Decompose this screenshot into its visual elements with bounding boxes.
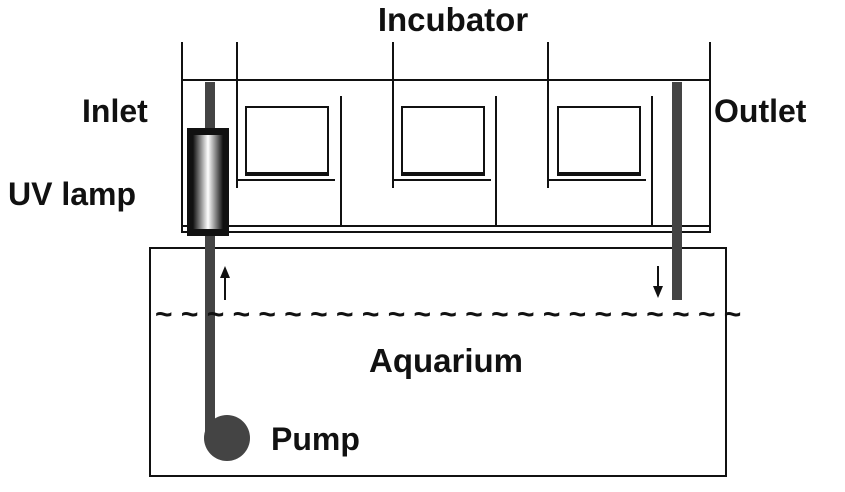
outlet-pipe bbox=[672, 82, 682, 300]
culture-box-1 bbox=[237, 106, 335, 181]
incubator-tank bbox=[181, 79, 711, 233]
outlet-label: Outlet bbox=[714, 93, 807, 129]
water-surface: ~ ~ ~ ~ ~ ~ ~ ~ ~ ~ ~ ~ ~ ~ ~ ~ ~ ~ ~ ~ … bbox=[155, 298, 741, 331]
uv-lamp-label: UV lamp bbox=[8, 176, 136, 212]
inlet-pipe-upper bbox=[205, 82, 215, 130]
aquarium-tank bbox=[149, 247, 727, 477]
incubator-label: Incubator bbox=[378, 1, 528, 38]
pump-label: Pump bbox=[271, 421, 360, 457]
uv-lamp bbox=[187, 128, 229, 236]
culture-box-3 bbox=[548, 106, 646, 181]
flow-arrow-down-icon bbox=[653, 266, 663, 298]
incubator-frame bbox=[181, 42, 711, 233]
flow-arrow-up-icon bbox=[220, 266, 230, 300]
culture-box-2 bbox=[393, 106, 491, 181]
inlet-pipe-lower bbox=[205, 236, 215, 436]
inlet-label: Inlet bbox=[82, 93, 148, 129]
aquarium-label: Aquarium bbox=[369, 342, 523, 379]
pump-icon bbox=[204, 415, 250, 461]
